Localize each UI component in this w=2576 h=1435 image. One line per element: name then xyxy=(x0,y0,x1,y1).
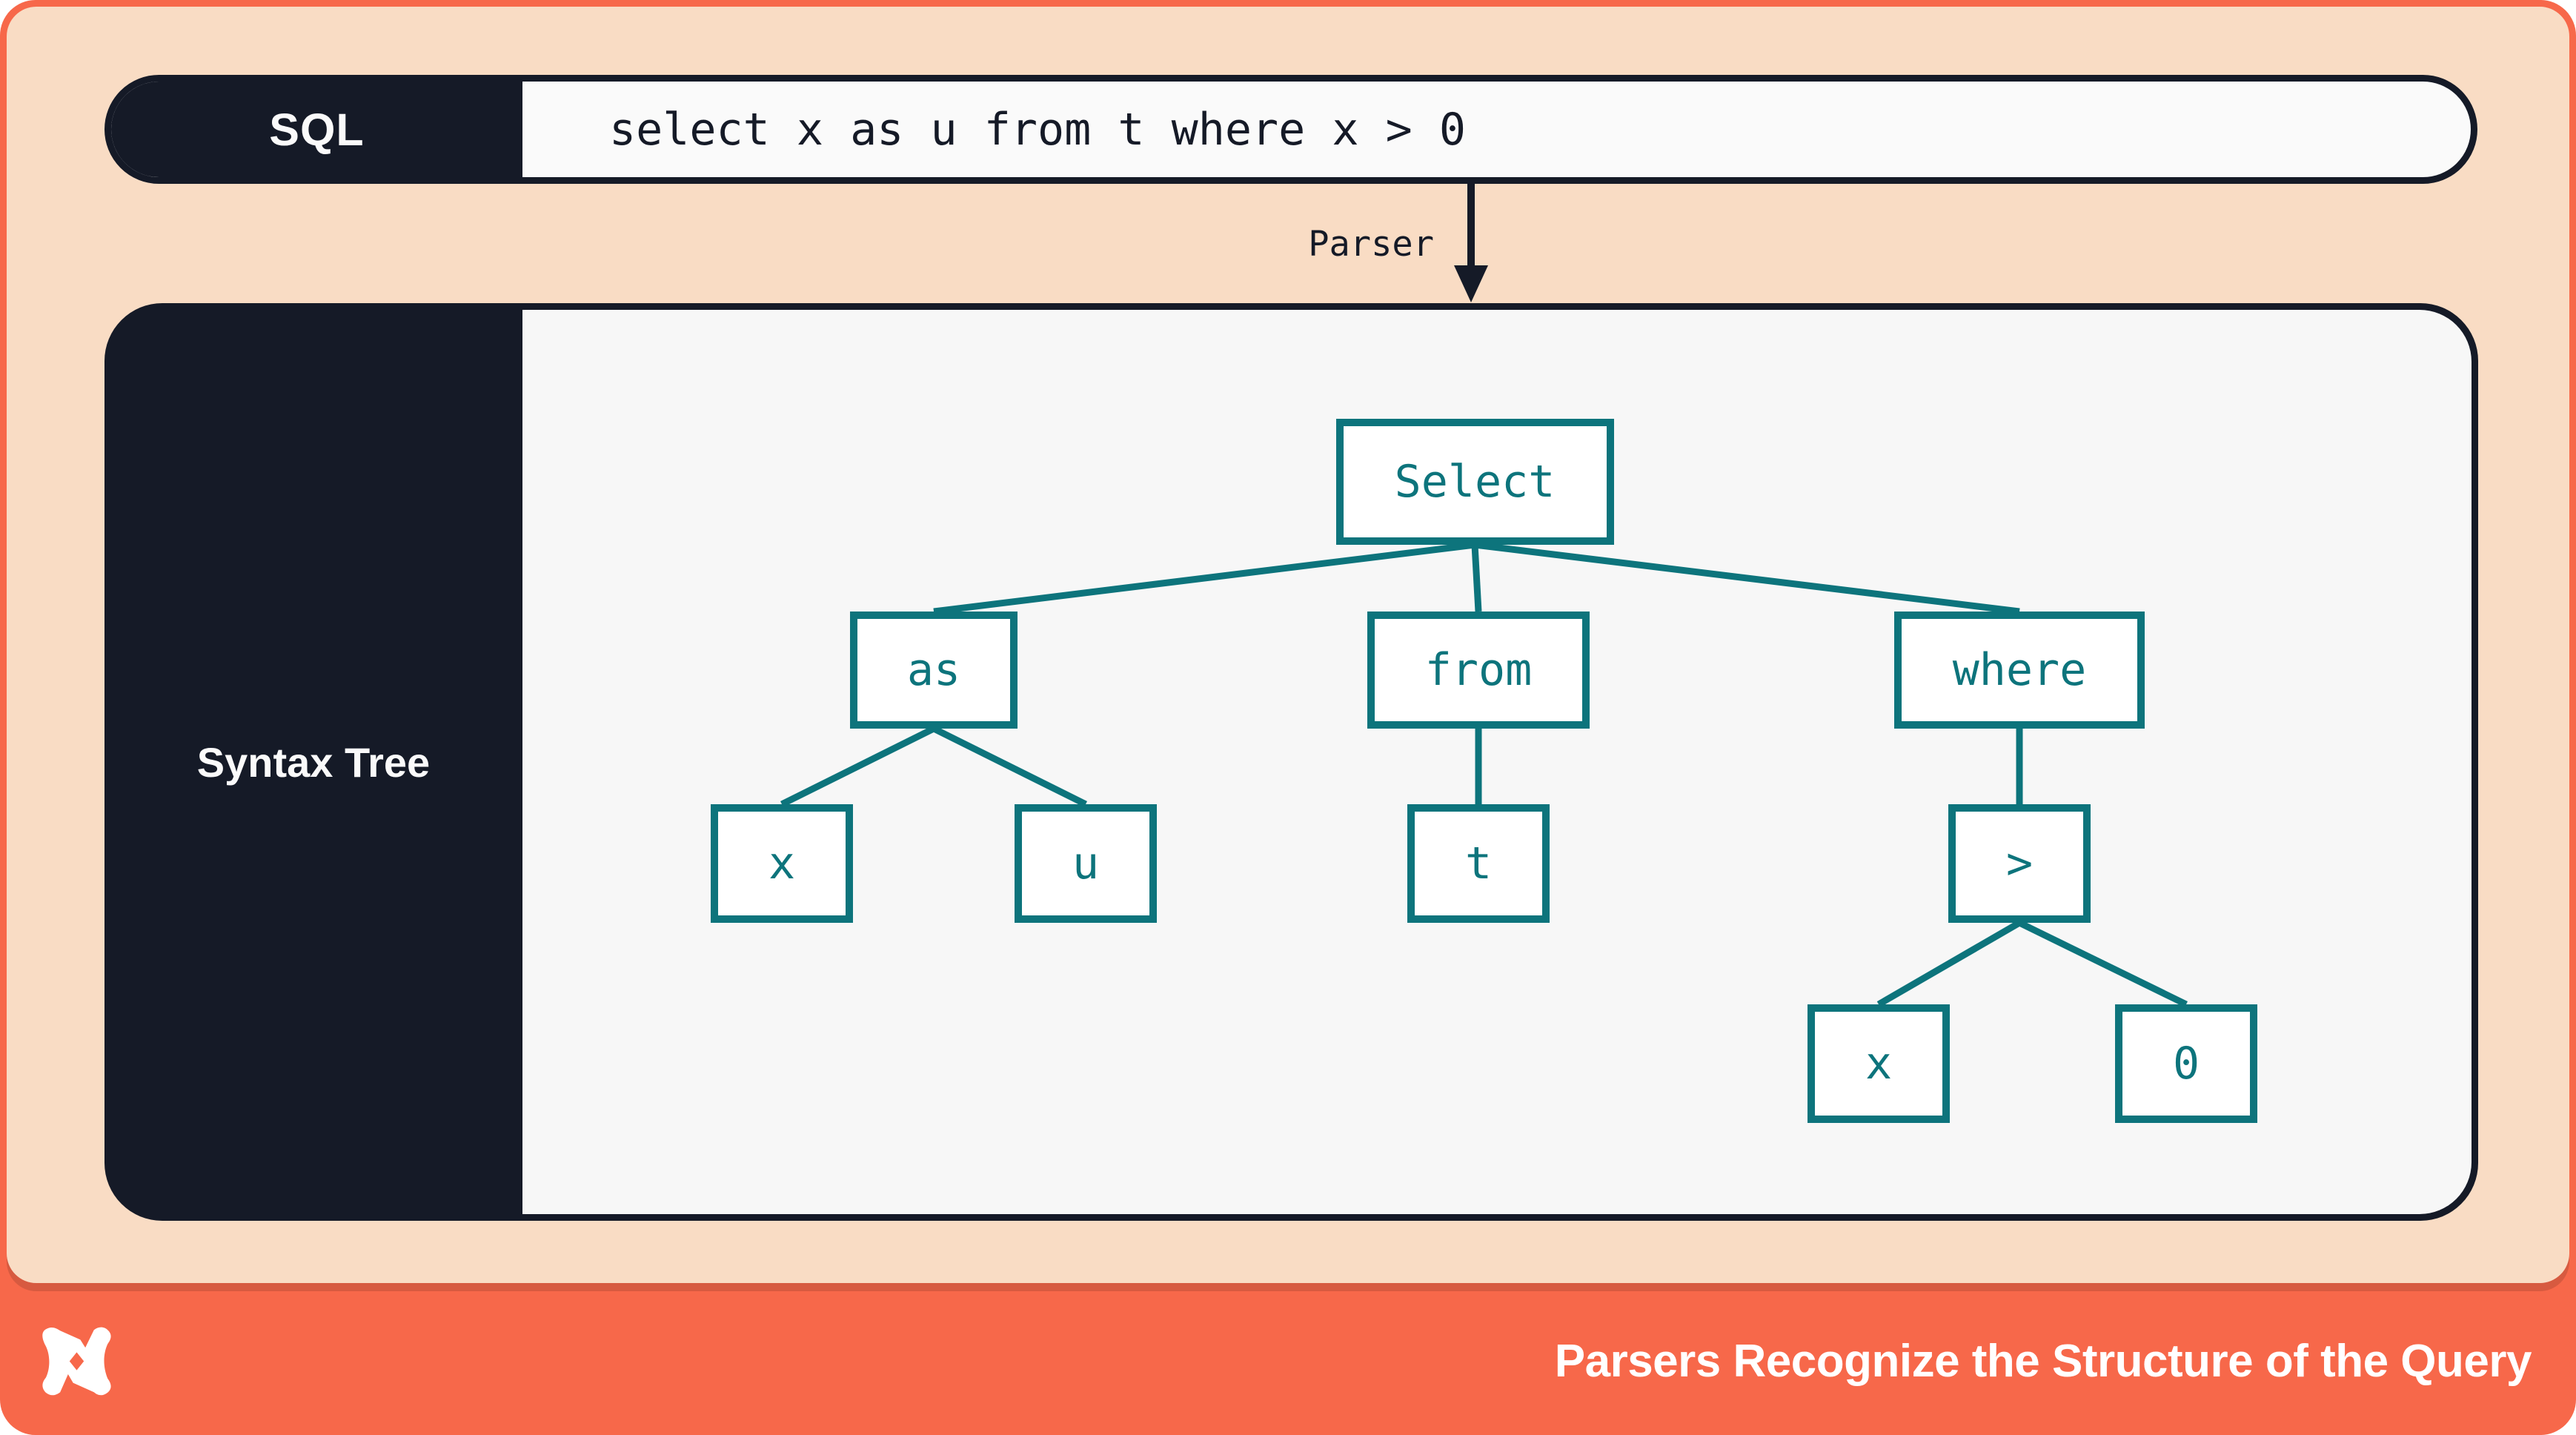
tree-node-where: where xyxy=(1894,612,2145,729)
sql-query-text: select x as u from t where x > 0 xyxy=(609,103,1466,156)
tree-node-zero: 0 xyxy=(2115,1004,2257,1123)
syntax-tree-panel-label: Syntax Tree xyxy=(196,738,431,786)
tree-node-from: from xyxy=(1367,612,1590,729)
tree-node-gt: > xyxy=(1948,804,2091,923)
sql-bar-label: SQL xyxy=(111,82,522,177)
tree-node-x2: x xyxy=(1807,1004,1950,1123)
sql-bar: SQL select x as u from t where x > 0 xyxy=(104,75,2477,184)
x-star-logo-icon xyxy=(42,1327,111,1396)
tree-node-as: as xyxy=(850,612,1018,729)
tree-node-select: Select xyxy=(1335,419,1614,545)
tree-node-t: t xyxy=(1407,804,1550,923)
parser-label: Parser xyxy=(1308,224,1434,265)
tree-node-u: u xyxy=(1015,804,1157,923)
tree-node-x1: x xyxy=(711,804,853,923)
footer-caption: Parsers Recognize the Structure of the Q… xyxy=(1554,1336,2532,1387)
down-arrow-icon xyxy=(1454,182,1488,302)
